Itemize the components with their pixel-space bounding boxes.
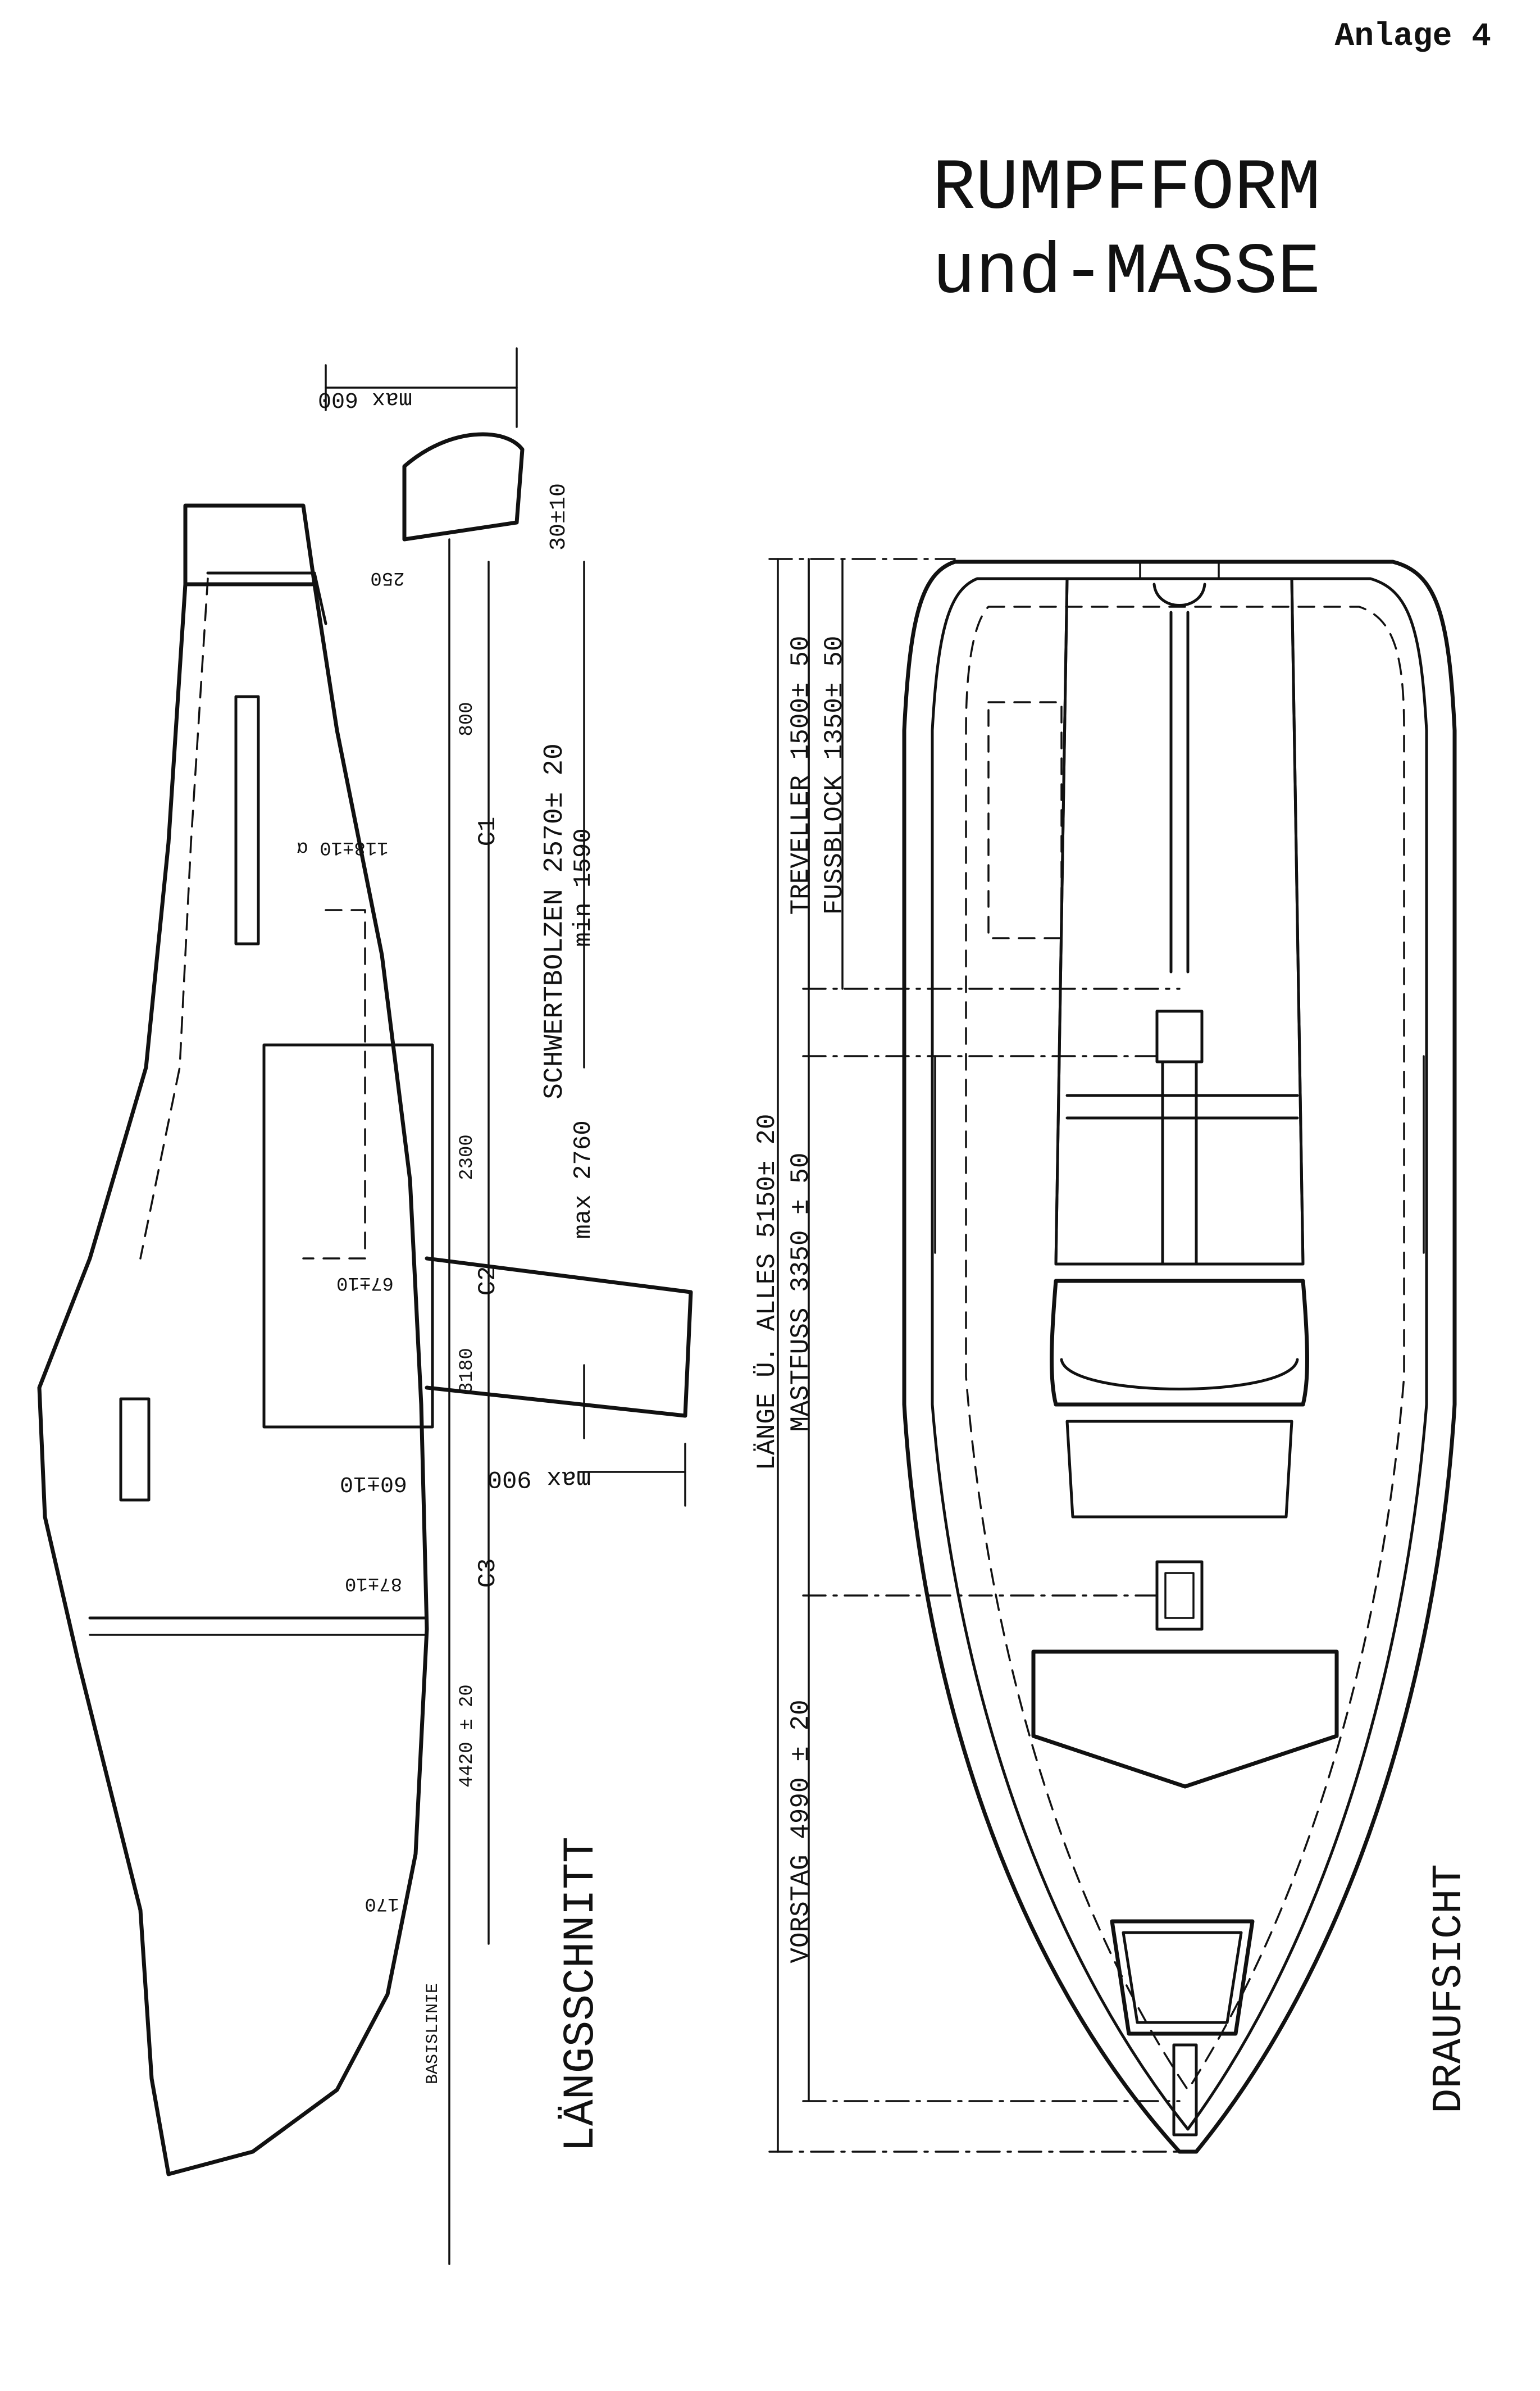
gunwale-line — [931, 577, 1428, 2131]
mast-step — [1155, 1560, 1204, 1631]
dim-800: 800 — [457, 702, 478, 736]
dim-87: 87±10 — [345, 1572, 402, 1594]
centreboard-dashed — [302, 909, 366, 1260]
dim-67: 67±10 — [336, 1272, 394, 1293]
transom-fitting — [1139, 561, 1220, 580]
baseline-label: BASISLINIE — [423, 1983, 443, 2084]
deck-edge-dashed — [965, 606, 1405, 2091]
traveller-bar — [1152, 583, 1206, 607]
dim-30: 30±10 — [546, 483, 572, 551]
stern-coaming — [206, 571, 327, 625]
aft-locker-dashed — [987, 701, 1063, 939]
dim-mast-foot: MASTFUSS 3350 ± 50 — [786, 1153, 815, 1432]
mainsheet-block — [1155, 1010, 1204, 1063]
dim-bolt-min: min 1590 — [569, 828, 598, 947]
dim-foot-block: FUSSBLOCK 1350± 50 — [820, 636, 849, 915]
keel-line — [166, 582, 429, 2176]
centreboard-case — [262, 1043, 434, 1429]
longitudinal-section-drawing — [37, 432, 693, 2265]
mast-partner — [1065, 1420, 1293, 1519]
bow-hatch-inner — [1122, 1931, 1243, 2024]
dim-4420: 4420 ± 20 — [457, 1684, 478, 1788]
page-title-line1: RUMPFFORM — [932, 148, 1320, 230]
transom-outline — [183, 503, 317, 587]
dim-c3: C3 — [474, 1558, 502, 1588]
plan-view-drawing — [902, 560, 1457, 2154]
cabin-inner — [1060, 1358, 1299, 1390]
cockpit-inner-line — [139, 578, 209, 1260]
dim-forestay: VORSTAG 4990 ± 20 — [786, 1699, 815, 1963]
bow-hatch — [1110, 1919, 1255, 2036]
hull-outline — [902, 560, 1457, 2154]
section-view-label: LÄNGSSCHNITT — [557, 1837, 606, 2152]
centreboard-plate — [425, 1256, 693, 1418]
section-dimension-labels: max 600 250 30±10 800 C1 118±10 α SCHWER… — [297, 386, 606, 2152]
dim-max-board: max 900 — [487, 1464, 591, 1492]
page-title-line2: und-MASSE — [932, 233, 1320, 314]
dim-traveller: TREVELLER 1500± 50 — [786, 636, 815, 915]
stem-fitting — [1172, 2043, 1198, 2137]
starboard-bench — [1290, 577, 1305, 1266]
dim-c2: C2 — [474, 1266, 502, 1296]
dim-3180: 3180 — [457, 1348, 478, 1394]
plan-view-label: DRAUFSICHT — [1426, 1864, 1473, 2113]
forward-locker — [119, 1397, 151, 1502]
rudder-outline — [402, 432, 525, 542]
section-dimension-lines — [325, 347, 686, 1945]
dim-250: 250 — [370, 567, 404, 588]
dim-c1: C1 — [474, 817, 502, 847]
dim-bolt-max: max 2760 — [569, 1120, 598, 1239]
mast-step-inner — [1164, 1572, 1195, 1619]
dim-2300: 2300 — [457, 1134, 478, 1180]
plan-dimension-labels: LÄNGE Ü. ALLES 5150± 20 MASTFUSS 3350 ± … — [753, 636, 1473, 2113]
deck-line — [37, 582, 188, 2176]
foredeck-chevron — [1031, 1649, 1339, 1789]
cabin-front — [1050, 1279, 1309, 1407]
dim-a118: 118±10 α — [297, 837, 388, 858]
dim-60: 60±10 — [340, 1470, 407, 1495]
plan-dimension-lines — [768, 558, 1181, 2153]
dim-max-stern: max 600 — [318, 386, 412, 411]
dim-overall-length: LÄNGE Ü. ALLES 5150± 20 — [753, 1114, 782, 1471]
dim-bolt: SCHWERTBOLZEN 2570± 20 — [540, 743, 570, 1099]
annex-label: Anlage 4 — [1335, 19, 1491, 55]
cockpit-outline — [1054, 577, 1305, 1266]
locker-outline — [234, 695, 260, 946]
dim-170: 170 — [365, 1893, 399, 1914]
